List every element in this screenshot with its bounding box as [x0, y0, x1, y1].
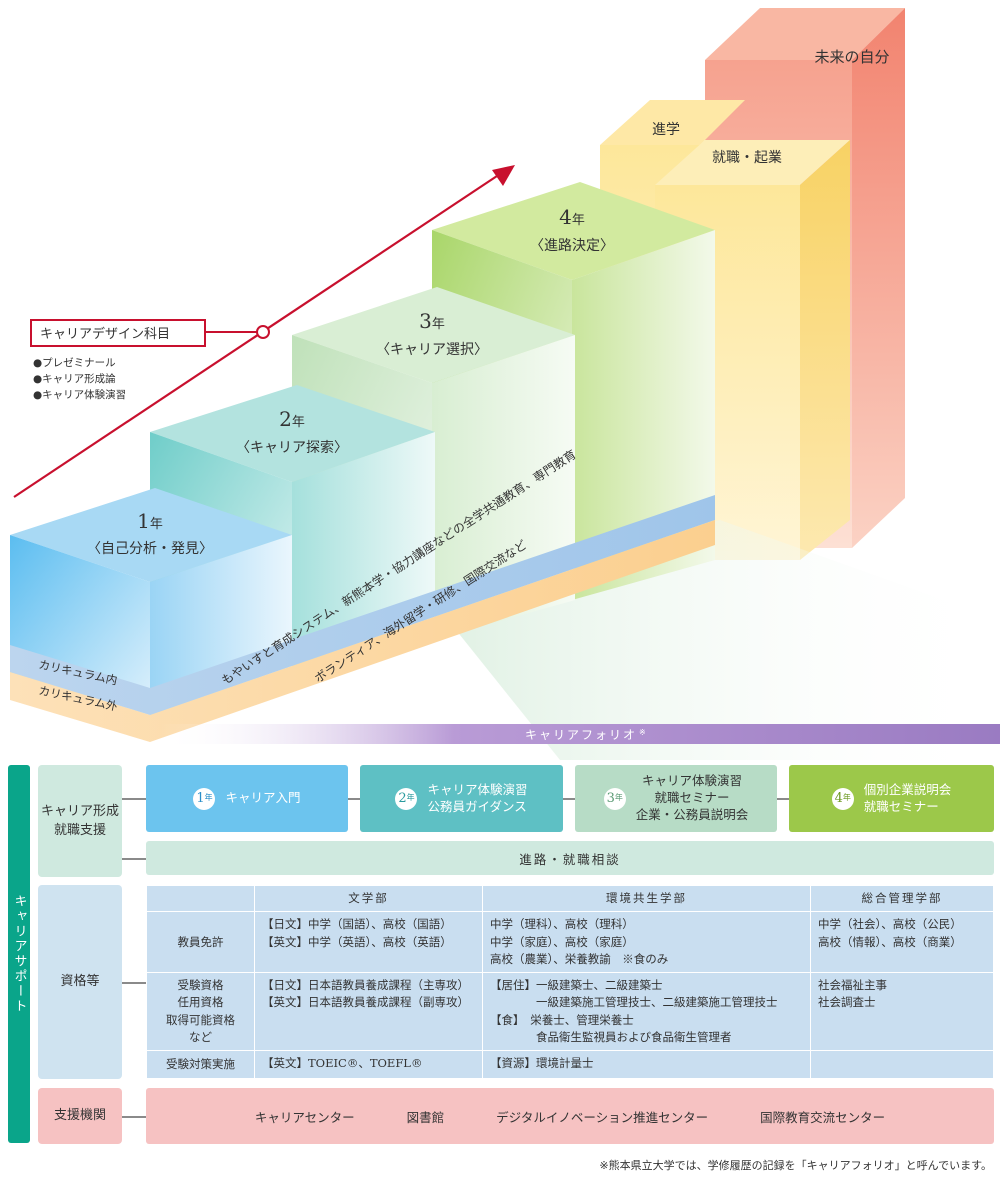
svg-text:〈進路決定〉: 〈進路決定〉: [530, 238, 614, 254]
table-row-label: 教員免許: [146, 911, 255, 973]
career-design-item: ●キャリア形成論: [33, 372, 116, 385]
table-cell: 【居住】一級建築士、二級建築士 一級建築施工管理技士、二級建築施工管理技士 【食…: [482, 972, 811, 1051]
year4-label: 4年 〈進路決定〉: [530, 205, 614, 254]
progression-arrow: [13, 165, 515, 498]
svg-text:〈キャリア探索〉: 〈キャリア探索〉: [236, 439, 348, 456]
connector-line: [122, 798, 146, 800]
curriculum-out-band: [10, 520, 715, 742]
institution-library: 図書館: [406, 1109, 445, 1125]
table-header-row: 文学部 環境共生学部 総合管理学部: [146, 884, 994, 913]
table-row: 受験資格 任用資格 取得可能資格 など 【日文】日本語教員養成課程（主専攻） 【…: [146, 972, 994, 1051]
career-design-item: ●プレゼミナール: [33, 357, 116, 369]
employment-label: 就職・起業: [712, 150, 782, 166]
connector-line: [563, 798, 575, 800]
faculty-environment-header: 環境共生学部: [482, 884, 811, 913]
career-support-sidebar: キャリアサポート: [8, 765, 30, 1143]
svg-text:〈自己分析・発見〉: 〈自己分析・発見〉: [87, 541, 213, 557]
faculty-management-header: 総合管理学部: [810, 884, 994, 913]
portfolio-label: キャリアフォリオ※: [525, 728, 648, 742]
connector-line: [122, 858, 146, 860]
connector-line: [777, 798, 789, 800]
footnote: ※熊本県立大学では、学修履歴の記録を「キャリアフォリオ」と呼んでいます。: [599, 1159, 992, 1172]
portfolio-band: [160, 724, 1000, 744]
qualification-row-label: 資格等: [38, 885, 122, 1079]
career-consultation-bar: 進路・就職相談: [146, 841, 994, 875]
curriculum-in-band: [10, 495, 715, 715]
table-cell: 中学（理科）、高校（理科） 中学（家庭）、高校（家庭） 高校（農業）、栄養教諭 …: [482, 911, 811, 973]
table-cell: 中学（社会）、高校（公民） 高校（情報）、高校（商業）: [810, 911, 994, 973]
institution-career-center: キャリアセンター: [254, 1109, 355, 1125]
year1-step-text: キャリア入門: [225, 790, 301, 806]
svg-text:2年: 2年: [279, 407, 305, 431]
institution-international-exchange-center: 国際教育交流センター: [760, 1109, 886, 1125]
svg-text:〈キャリア選択〉: 〈キャリア選択〉: [376, 342, 488, 358]
svg-text:3年: 3年: [419, 309, 445, 333]
career-support-label: キャリアサポート: [11, 894, 27, 1014]
career-design-item: ●キャリア体験演習: [33, 388, 126, 401]
year2-step-text: キャリア体験演習 公務員ガイダンス: [427, 781, 528, 814]
institutions-row-label: 支援機関: [38, 1088, 122, 1144]
connector-line: [122, 1116, 146, 1118]
year3-label: 3年 〈キャリア選択〉: [376, 309, 488, 358]
career-stairs-diagram: カリキュラム内 カリキュラム外 もやいすと育成システム、新熊本学・協力講座などの…: [10, 8, 1000, 760]
svg-text:1年: 1年: [137, 509, 163, 533]
svg-text:4年: 4年: [559, 205, 585, 229]
table-row-label: 受験対策実施: [146, 1050, 255, 1079]
table-row: 教員免許 【日文】中学（国語）、高校（国語） 【英文】中学（英語）、高校（英語）…: [146, 911, 994, 973]
career-design-title: キャリアデザイン科目: [40, 326, 170, 342]
faculty-letters-header: 文学部: [254, 884, 483, 913]
institution-digital-innovation-center: デジタルイノベーション推進センター: [496, 1109, 709, 1125]
further-study-label: 進学: [652, 122, 680, 138]
table-cell: 【日文】日本語教員養成課程（主専攻） 【英文】日本語教員養成課程（副専攻）: [254, 972, 483, 1051]
year2-label: 2年 〈キャリア探索〉: [236, 407, 348, 456]
table-corner-cell: [146, 884, 255, 913]
future-self-label: 未来の自分: [814, 48, 889, 66]
table-row-label: 受験資格 任用資格 取得可能資格 など: [146, 972, 255, 1051]
table-cell: 【資源】環境計量士: [482, 1050, 811, 1079]
table-cell: 【英文】TOEIC®、TOEFL®: [254, 1050, 483, 1079]
connector-line: [122, 982, 146, 984]
table-row: 受験対策実施 【英文】TOEIC®、TOEFL® 【資源】環境計量士: [146, 1050, 994, 1079]
year3-step-text: キャリア体験演習 就職セミナー 企業・公務員説明会: [635, 773, 749, 822]
table-cell: 社会福祉主事 社会調査士: [810, 972, 994, 1051]
table-cell: 【日文】中学（国語）、高校（国語） 【英文】中学（英語）、高校（英語）: [254, 911, 483, 973]
table-cell: [810, 1050, 994, 1079]
career-design-box: [30, 319, 206, 347]
year4-step-text: 個別企業説明会 就職セミナー: [863, 781, 952, 814]
connector-line: [348, 798, 360, 800]
qualification-table: 文学部 環境共生学部 総合管理学部 教員免許 【日文】中学（国語）、高校（国語）…: [146, 884, 994, 1079]
institutions-bar: キャリアセンター 図書館 デジタルイノベーション推進センター 国際教育交流センタ…: [146, 1088, 994, 1144]
year1-label: 1年 〈自己分析・発見〉: [87, 509, 213, 557]
career-formation-row-label: キャリア形成 就職支援: [38, 765, 122, 877]
